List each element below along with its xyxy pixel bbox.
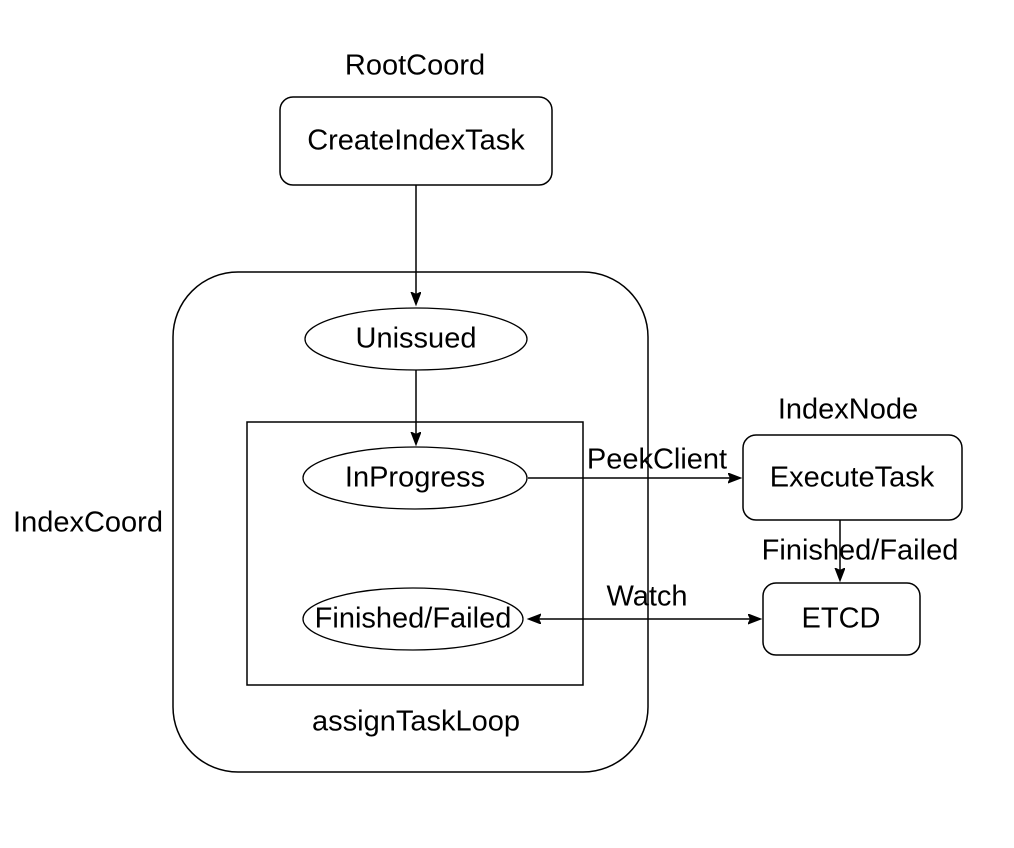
in-progress-label: InProgress bbox=[344, 461, 486, 494]
assign-task-loop-label: assignTaskLoop bbox=[312, 705, 520, 738]
unissued-label: Unissued bbox=[355, 322, 477, 355]
create-index-task-label: CreateIndexTask bbox=[307, 124, 525, 157]
finished-failed-state-label: Finished/Failed bbox=[314, 602, 512, 635]
finished-failed-edge-label: Finished/Failed bbox=[761, 534, 959, 567]
root-coord-label: RootCoord bbox=[344, 49, 486, 82]
finished-failed-node bbox=[302, 587, 524, 651]
peek-client-edge-label: PeekClient bbox=[586, 443, 728, 476]
index-coord-label: IndexCoord bbox=[13, 506, 163, 539]
in-progress-node bbox=[302, 446, 528, 510]
unissued-node bbox=[304, 307, 528, 371]
index-node-label: IndexNode bbox=[777, 393, 919, 426]
execute-task-label: ExecuteTask bbox=[769, 461, 935, 494]
etcd-node bbox=[762, 582, 921, 656]
etcd-label: ETCD bbox=[801, 602, 881, 635]
execute-task-node bbox=[742, 434, 963, 521]
watch-edge-label: Watch bbox=[606, 580, 688, 613]
create-index-task-node bbox=[279, 96, 553, 186]
